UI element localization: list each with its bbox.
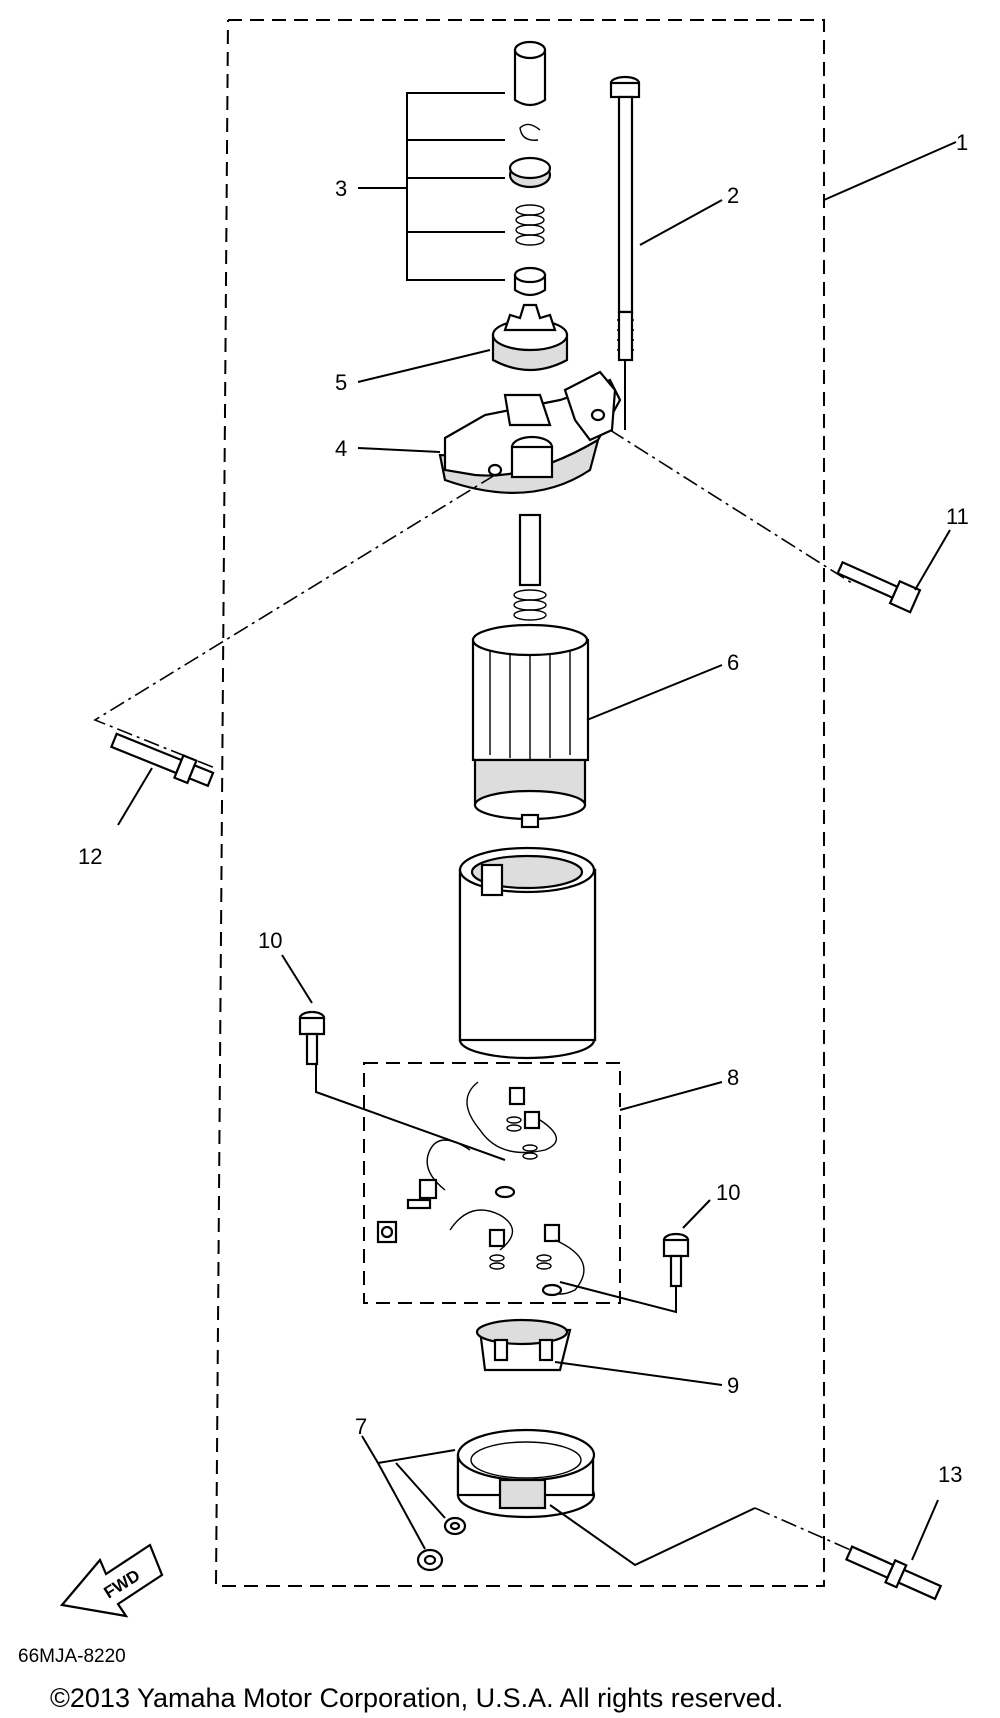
callout-4: 4 xyxy=(335,436,347,461)
drawing-code: 66MJA-8220 xyxy=(18,1646,126,1667)
nut-and-washer xyxy=(416,1516,467,1572)
callout-10-right: 10 xyxy=(716,1180,740,1205)
callout-5: 5 xyxy=(335,370,347,395)
callout-6: 6 xyxy=(727,650,739,675)
stud-bolt-13 xyxy=(844,1545,943,1601)
chain-line-11 xyxy=(609,429,856,586)
stud-bolt-12 xyxy=(109,732,215,788)
brush-set xyxy=(376,1081,585,1297)
armature xyxy=(471,513,590,829)
callout-3: 3 xyxy=(335,176,347,201)
screw-10-upper xyxy=(298,1010,326,1066)
callout-3-bracket xyxy=(406,92,505,281)
screw-10-right xyxy=(662,1232,690,1288)
callout-10-upper: 10 xyxy=(258,928,282,953)
through-bolt xyxy=(609,75,641,362)
callout-12: 12 xyxy=(78,844,102,869)
callout-1: 1 xyxy=(956,130,968,155)
callout-9: 9 xyxy=(727,1373,739,1398)
callout-8: 8 xyxy=(727,1065,739,1090)
brush-holder xyxy=(475,1318,572,1372)
bolt-11 xyxy=(836,560,922,614)
pinion-gear xyxy=(491,303,569,371)
callout-7: 7 xyxy=(355,1414,367,1439)
callout-11: 11 xyxy=(946,504,969,529)
fwd-arrow-icon xyxy=(59,1543,164,1618)
rear-cover xyxy=(456,1428,596,1519)
assembly-boundary xyxy=(214,19,825,1587)
callout-13: 13 xyxy=(938,1462,962,1487)
upper-bracket xyxy=(438,370,622,494)
callout-2: 2 xyxy=(727,183,739,208)
brush-set-boundary xyxy=(363,1062,621,1304)
pinion-stopper-kit xyxy=(508,40,552,297)
chain-line-12 xyxy=(93,474,496,769)
yoke xyxy=(458,846,597,1060)
copyright-notice: ©2013 Yamaha Motor Corporation, U.S.A. A… xyxy=(50,1683,783,1713)
connector-13 xyxy=(549,1504,756,1567)
